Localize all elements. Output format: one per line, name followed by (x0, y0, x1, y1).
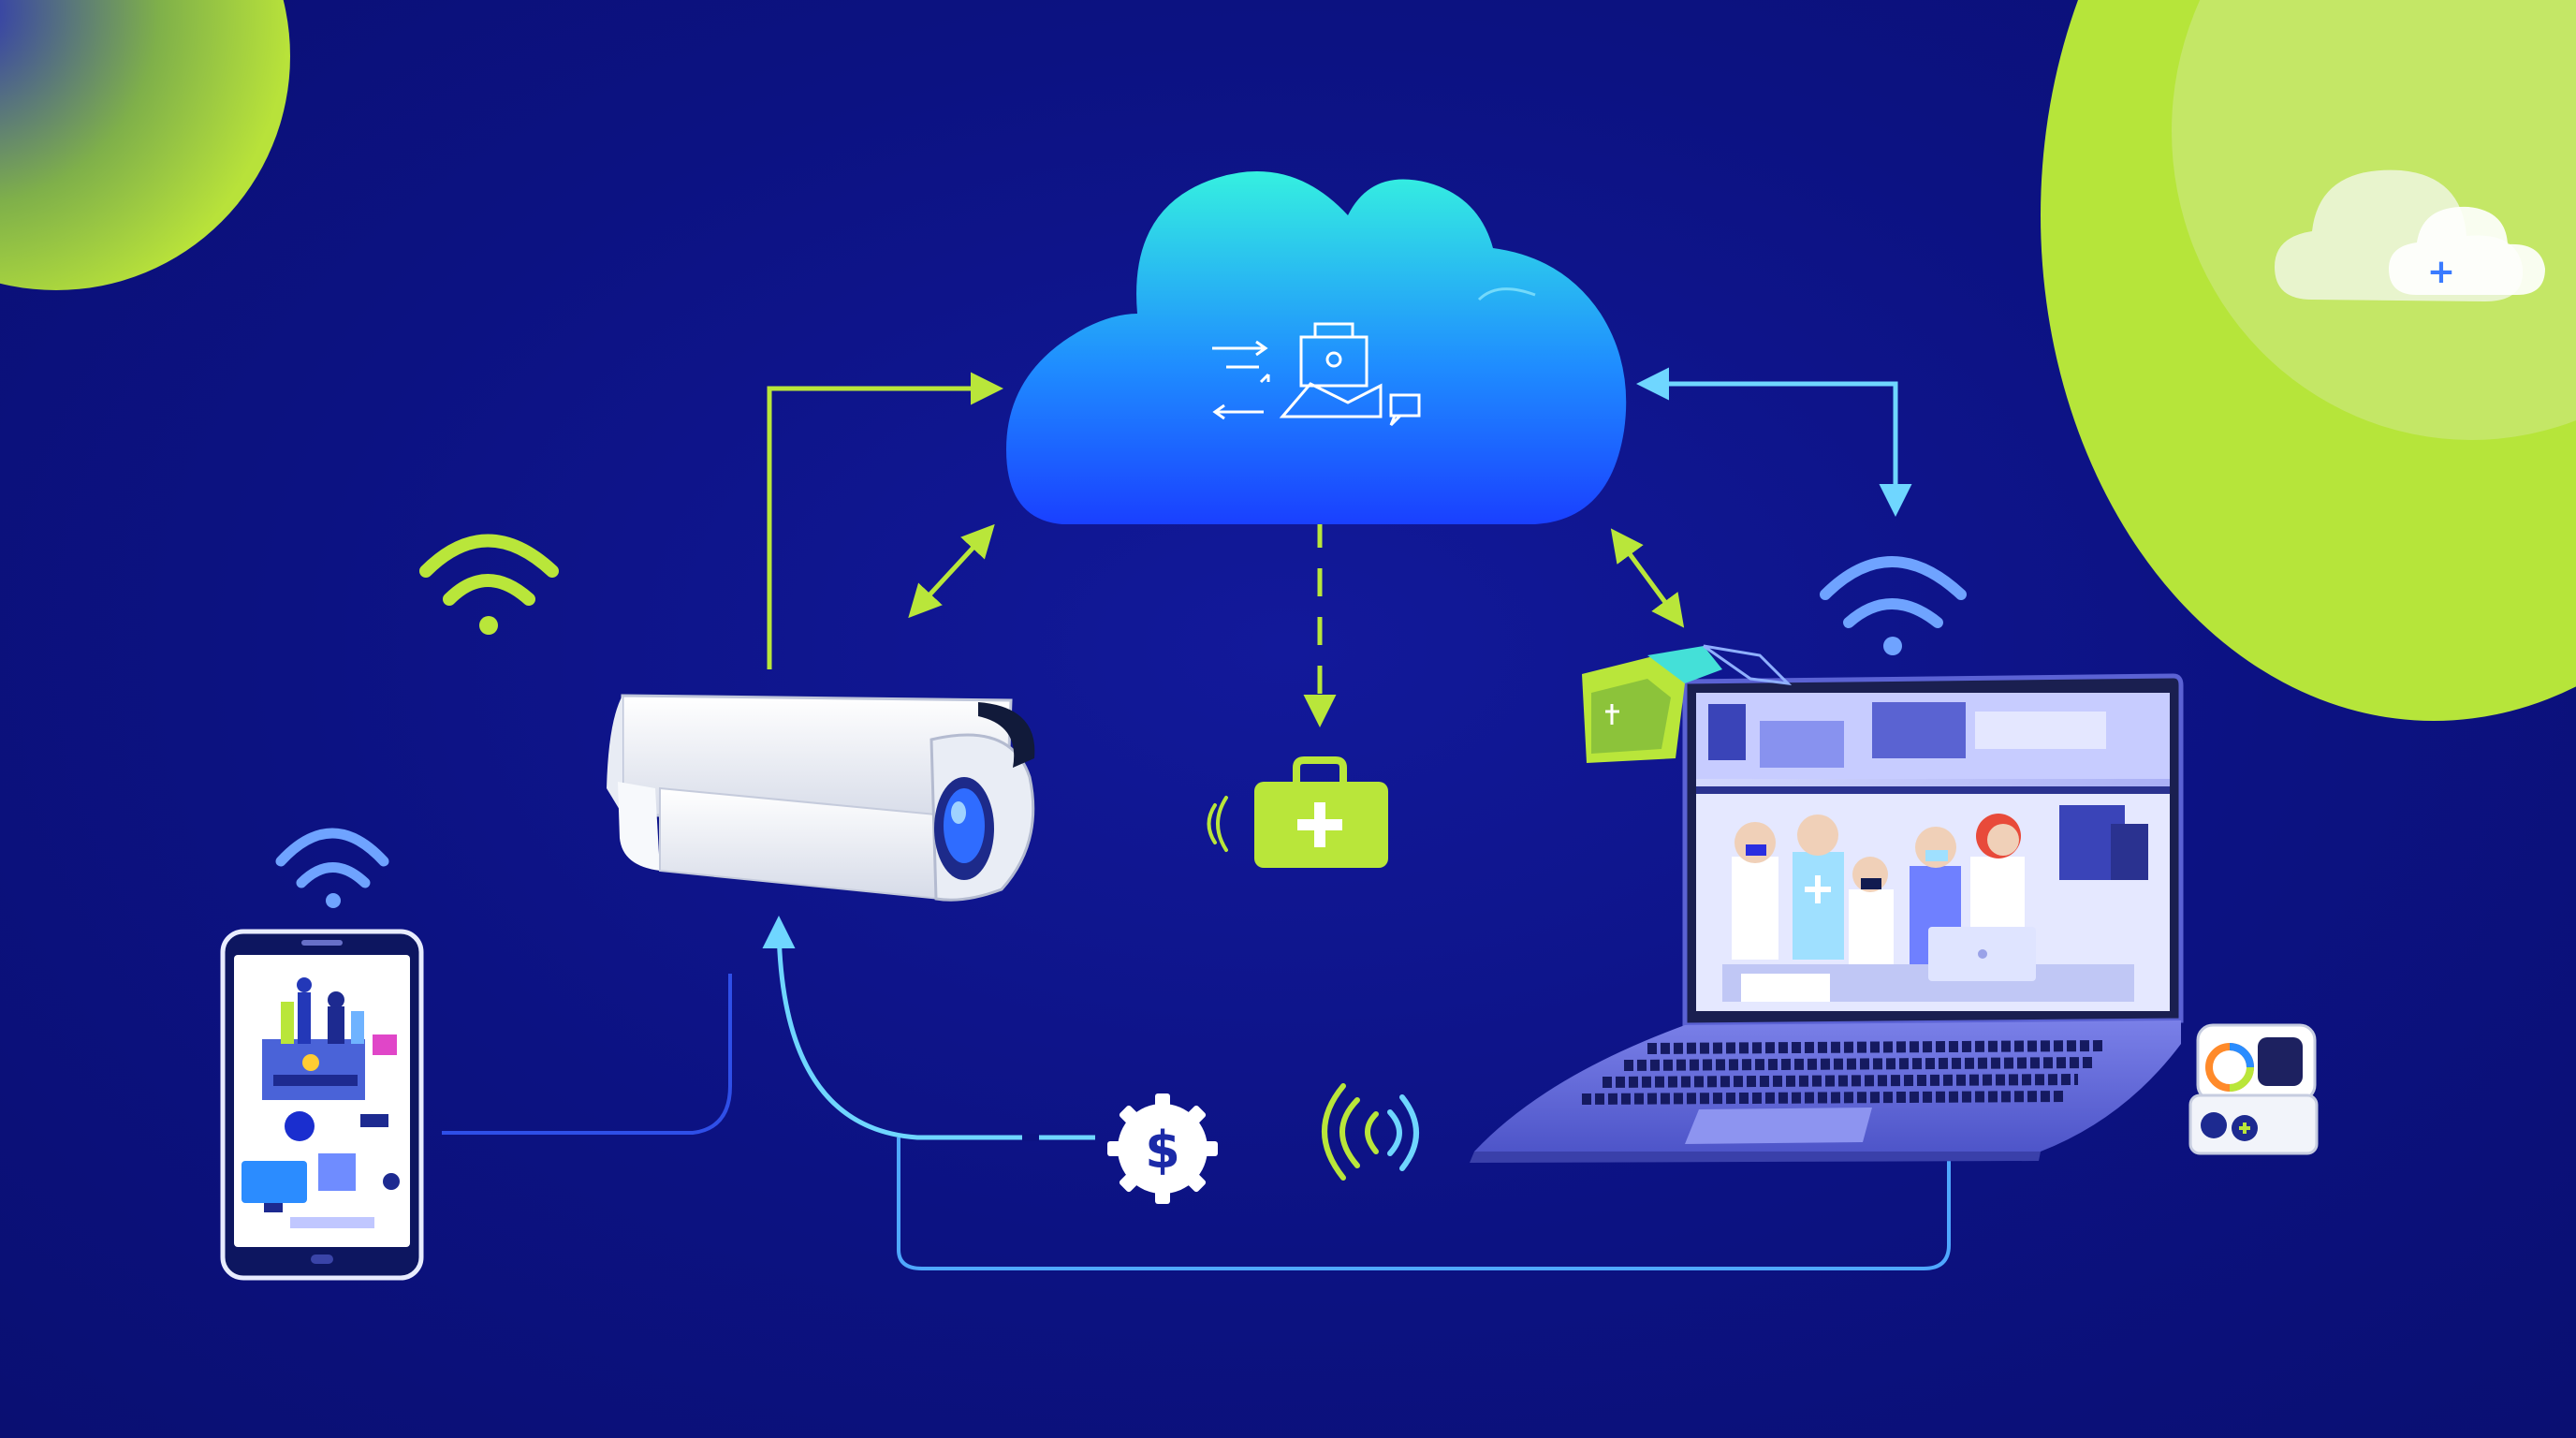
dollar-symbol: $ (1145, 1121, 1180, 1180)
signal-waves-nfc (1322, 1083, 1419, 1181)
connector-phone-to-camera (442, 974, 732, 1135)
workflow-glyphs (1212, 322, 1421, 427)
gear-dollar-icon[interactable]: $ (1107, 1093, 1218, 1204)
laptop-screen-video-call (1696, 693, 2170, 1011)
connector-camera-to-cloud (767, 372, 1003, 669)
connector-laptop-cloud-bidirectional (1610, 528, 1685, 628)
wifi-icon-phone (275, 828, 389, 908)
phone-screen-illustration (242, 977, 400, 1228)
decorative-blob-top-right (2041, 0, 2576, 721)
connector-camera-cloud-bidirectional (908, 523, 995, 619)
small-cloud-icon: + (2275, 169, 2545, 301)
connector-payment-to-camera (762, 916, 1095, 1141)
cloud-icon[interactable] (1006, 171, 1627, 525)
camera-icon[interactable] (607, 694, 1035, 902)
laptop-keyboard (1581, 1040, 2107, 1105)
connector-bottom-loop (897, 1137, 1951, 1270)
wifi-icon-lime (419, 534, 559, 635)
signal-waves-medical (1207, 796, 1228, 852)
laptop-icon[interactable] (1470, 673, 2184, 1163)
phone-icon[interactable] (220, 929, 424, 1281)
plus-icon: + (2427, 253, 2455, 291)
robot-icon[interactable] (2188, 1023, 2319, 1155)
data-cubes-icon (1582, 644, 1793, 763)
first-aid-icon[interactable] (1254, 756, 1388, 868)
wifi-icon-laptop (1820, 556, 1967, 655)
decorative-blob-top-left (0, 0, 290, 290)
connector-cloud-to-laptop (1636, 367, 1912, 517)
